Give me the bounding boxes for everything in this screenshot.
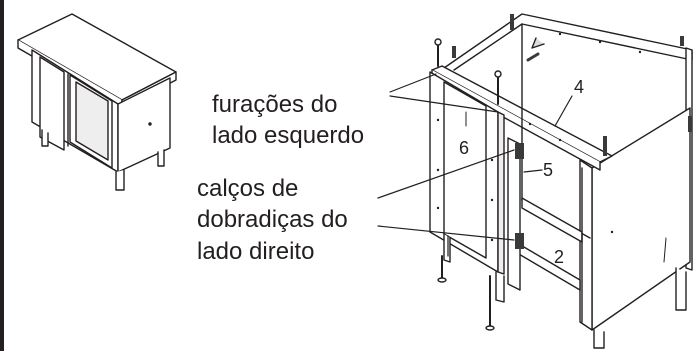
part-number-4: 4: [574, 77, 585, 97]
label-hinge-shims-line1: calços de: [197, 175, 299, 202]
exploded-cabinet-illustration: [429, 13, 693, 349]
leader-left-holes-lower: [389, 95, 499, 113]
assembled-cabinet-illustration: [17, 13, 177, 191]
label-hinge-shims-line3: lado direito: [197, 238, 315, 265]
part-number-5: 5: [543, 160, 554, 180]
leader-hinge-upper: [377, 149, 515, 199]
leader-part-4: [554, 95, 573, 127]
label-left-holes-line1: furações do: [212, 91, 338, 118]
label-hinge-shims-line2: dobradiças do: [197, 206, 348, 233]
leader-hinge-lower: [377, 225, 515, 241]
callout-leader-lines: [377, 73, 573, 241]
part-number-2: 2: [554, 247, 565, 267]
label-left-holes-line2: lado esquerdo: [212, 122, 365, 149]
leader-part-5: [523, 169, 543, 173]
left-border-bar: [0, 0, 4, 351]
leader-left-holes-upper: [389, 73, 437, 93]
part-number-6: 6: [459, 138, 470, 158]
